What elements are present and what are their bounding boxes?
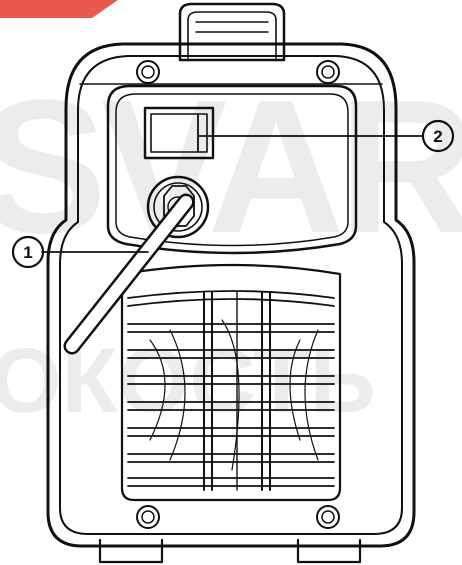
callout-1-number: 1 (23, 243, 32, 262)
right-foot (296, 538, 362, 564)
power-switch (143, 106, 215, 160)
screws (136, 60, 340, 529)
fan-blades (149, 319, 319, 471)
screw-bottom-left (136, 505, 160, 529)
callout-2-number: 2 (433, 127, 442, 146)
machine-body (46, 42, 416, 548)
grille-slats (127, 290, 335, 487)
output-socket (146, 175, 210, 239)
watermark: SVAR ОКОСТЬ (0, 0, 462, 432)
ventilation-grille (120, 263, 342, 502)
watermark-accent-stripe (0, 0, 118, 18)
callout-2: 2 (197, 119, 455, 153)
control-panel (106, 84, 358, 255)
carrying-handle (178, 2, 286, 62)
watermark-top-text: SVAR (0, 61, 462, 273)
machine-feet (98, 538, 362, 564)
screw-bottom-right (316, 505, 340, 529)
screw-top-right (316, 60, 340, 84)
watermark-bottom-text: ОКОСТЬ (0, 330, 376, 432)
callout-1: 1 (11, 235, 149, 269)
cable (63, 193, 195, 355)
screw-top-left (136, 60, 160, 84)
callout-1-circle (11, 235, 45, 269)
left-foot (98, 538, 164, 564)
callout-2-circle (421, 119, 455, 153)
